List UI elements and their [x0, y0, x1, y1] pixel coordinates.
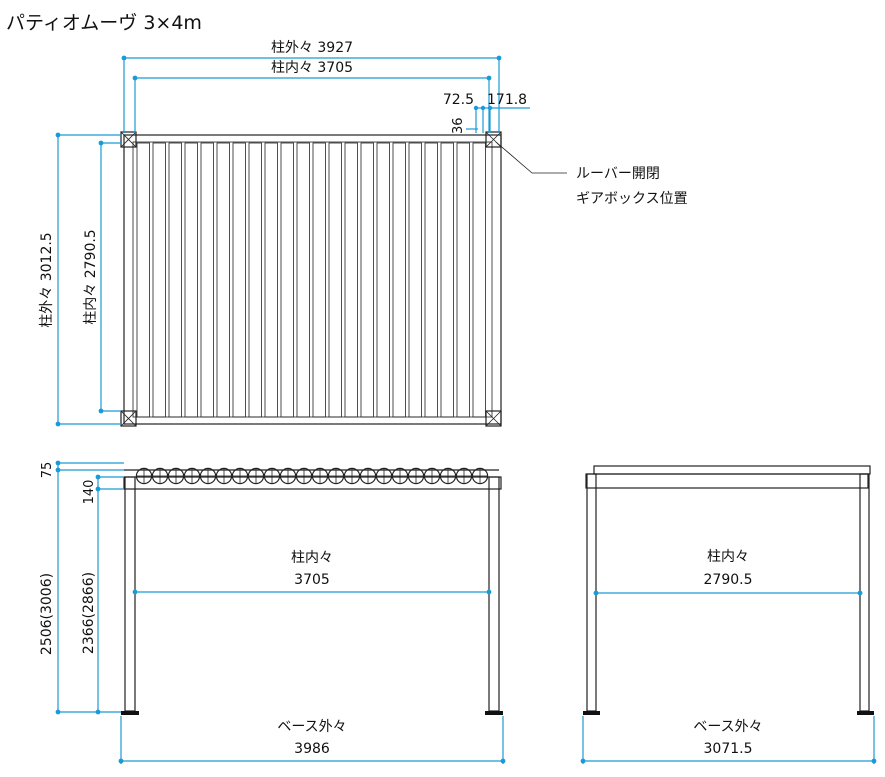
front-louver-profile: [375, 467, 393, 485]
front-dim-heights: [55, 460, 124, 715]
front-louver-profile: [151, 467, 169, 485]
front-inner-value: 3705: [294, 572, 330, 588]
plan-louver-blade: [152, 142, 166, 418]
front-louver-profile: [247, 467, 265, 485]
plan-louver-blade: [168, 142, 182, 418]
plan-louver-blade: [136, 142, 150, 418]
side-base-label: ベース外々: [693, 719, 762, 735]
front-louver-profile: [231, 467, 249, 485]
plan-inner-frame: [132, 141, 493, 418]
plan-view: 柱外々 3927 柱内々 3705 72.5 171.8 36 ルーバー開閉 ギ…: [39, 40, 688, 427]
front-louver-profile: [183, 467, 201, 485]
front-base-left: [121, 711, 139, 715]
front-louver-profile: [135, 467, 153, 485]
side-inner-value: 2790.5: [704, 572, 753, 588]
front-louvers: [135, 467, 489, 485]
plan-louver-blade: [360, 142, 374, 418]
plan-louvers: [136, 142, 486, 418]
front-louver-profile: [263, 467, 281, 485]
offset-b-label: 171.8: [487, 92, 527, 108]
dim-gearbox-offsets: [466, 105, 530, 133]
front-base-label: ベース外々: [277, 719, 346, 735]
gearbox-note-line1: ルーバー開閉: [576, 166, 660, 182]
front-louver-profile: [471, 467, 489, 485]
side-dim-inner: [593, 590, 863, 596]
side-base-right: [857, 711, 874, 715]
front-louver-profile: [439, 467, 457, 485]
dim-outer-width: [121, 55, 502, 133]
front-elevation: 柱内々 3705 ベース外々 3986 75 140 2506(3006) 23…: [39, 460, 506, 764]
side-inner-label: 柱内々: [707, 549, 749, 565]
side-beam: [585, 473, 869, 489]
front-louver-profile: [327, 467, 345, 485]
plan-louver-blade: [408, 142, 422, 418]
plan-louver-blade: [376, 142, 390, 418]
plan-louver-blade: [328, 142, 342, 418]
plan-louver-blade: [200, 142, 214, 418]
plan-louver-blade: [456, 142, 470, 418]
front-louver-profile: [423, 467, 441, 485]
plan-louver-blade: [296, 142, 310, 418]
plan-louver-blade: [280, 142, 294, 418]
plan-louver-blade: [248, 142, 262, 418]
front-louver-profile: [215, 467, 233, 485]
front-inner-label: 柱内々: [291, 550, 333, 566]
front-louver-profile: [279, 467, 297, 485]
plan-louver-blade: [344, 142, 358, 418]
post-bottom-left: [120, 410, 137, 427]
front-base-right: [485, 711, 503, 715]
plan-louver-blade: [392, 142, 406, 418]
front-inner-height: 2366(2866): [81, 572, 97, 654]
side-base-value: 3071.5: [704, 741, 753, 757]
front-dim-75: 75: [40, 462, 55, 479]
plan-louver-blade: [184, 142, 198, 418]
front-louver-profile: [343, 467, 361, 485]
front-post-right: [488, 476, 500, 712]
plan-louver-blade: [216, 142, 230, 418]
dim-inner-depth: [98, 140, 121, 414]
plan-louver-blade: [440, 142, 454, 418]
plan-louver-blade: [472, 142, 486, 418]
front-outer-height: 2506(3006): [39, 573, 55, 655]
front-louver-profile: [391, 467, 409, 485]
front-post-left: [124, 476, 136, 712]
post-top-left: [120, 131, 137, 148]
offset-c-label: 36: [451, 117, 466, 134]
side-dim-base: [580, 716, 877, 764]
plan-louver-blade: [264, 142, 278, 418]
plan-frame: [123, 134, 502, 425]
inner-width-label: 柱内々 3705: [271, 60, 353, 76]
plan-louver-blade: [232, 142, 246, 418]
front-louver-profile: [311, 467, 329, 485]
front-louver-profile: [455, 467, 473, 485]
front-beam: [123, 476, 502, 490]
gearbox-note-line2: ギアボックス位置: [576, 191, 688, 207]
outer-width-label: 柱外々 3927: [271, 40, 353, 56]
side-base-left: [583, 711, 600, 715]
plan-louver-blade: [312, 142, 326, 418]
inner-depth-label: 柱内々 2790.5: [83, 229, 99, 324]
dim-inner-width: [132, 75, 492, 133]
offset-a-label: 72.5: [443, 92, 474, 108]
dim-outer-depth: [55, 132, 121, 427]
drawing-title: パティオムーヴ 3×4m: [6, 12, 202, 34]
front-louver-profile: [295, 467, 313, 485]
front-dim-base: [118, 716, 506, 764]
post-bottom-right: [485, 410, 502, 427]
outer-depth-label: 柱外々 3012.5: [39, 232, 55, 327]
front-louver-profile: [407, 467, 425, 485]
front-dim-inner: [132, 589, 492, 595]
front-louver-profile: [359, 467, 377, 485]
front-base-value: 3986: [294, 741, 330, 757]
plan-louver-blade: [424, 142, 438, 418]
gearbox-leader: [495, 141, 533, 174]
side-roof: [593, 465, 871, 475]
front-louver-profile: [199, 467, 217, 485]
side-elevation: 柱内々 2790.5 ベース外々 3071.5: [580, 465, 877, 764]
front-dim-140: 140: [82, 480, 97, 505]
front-louver-profile: [167, 467, 185, 485]
